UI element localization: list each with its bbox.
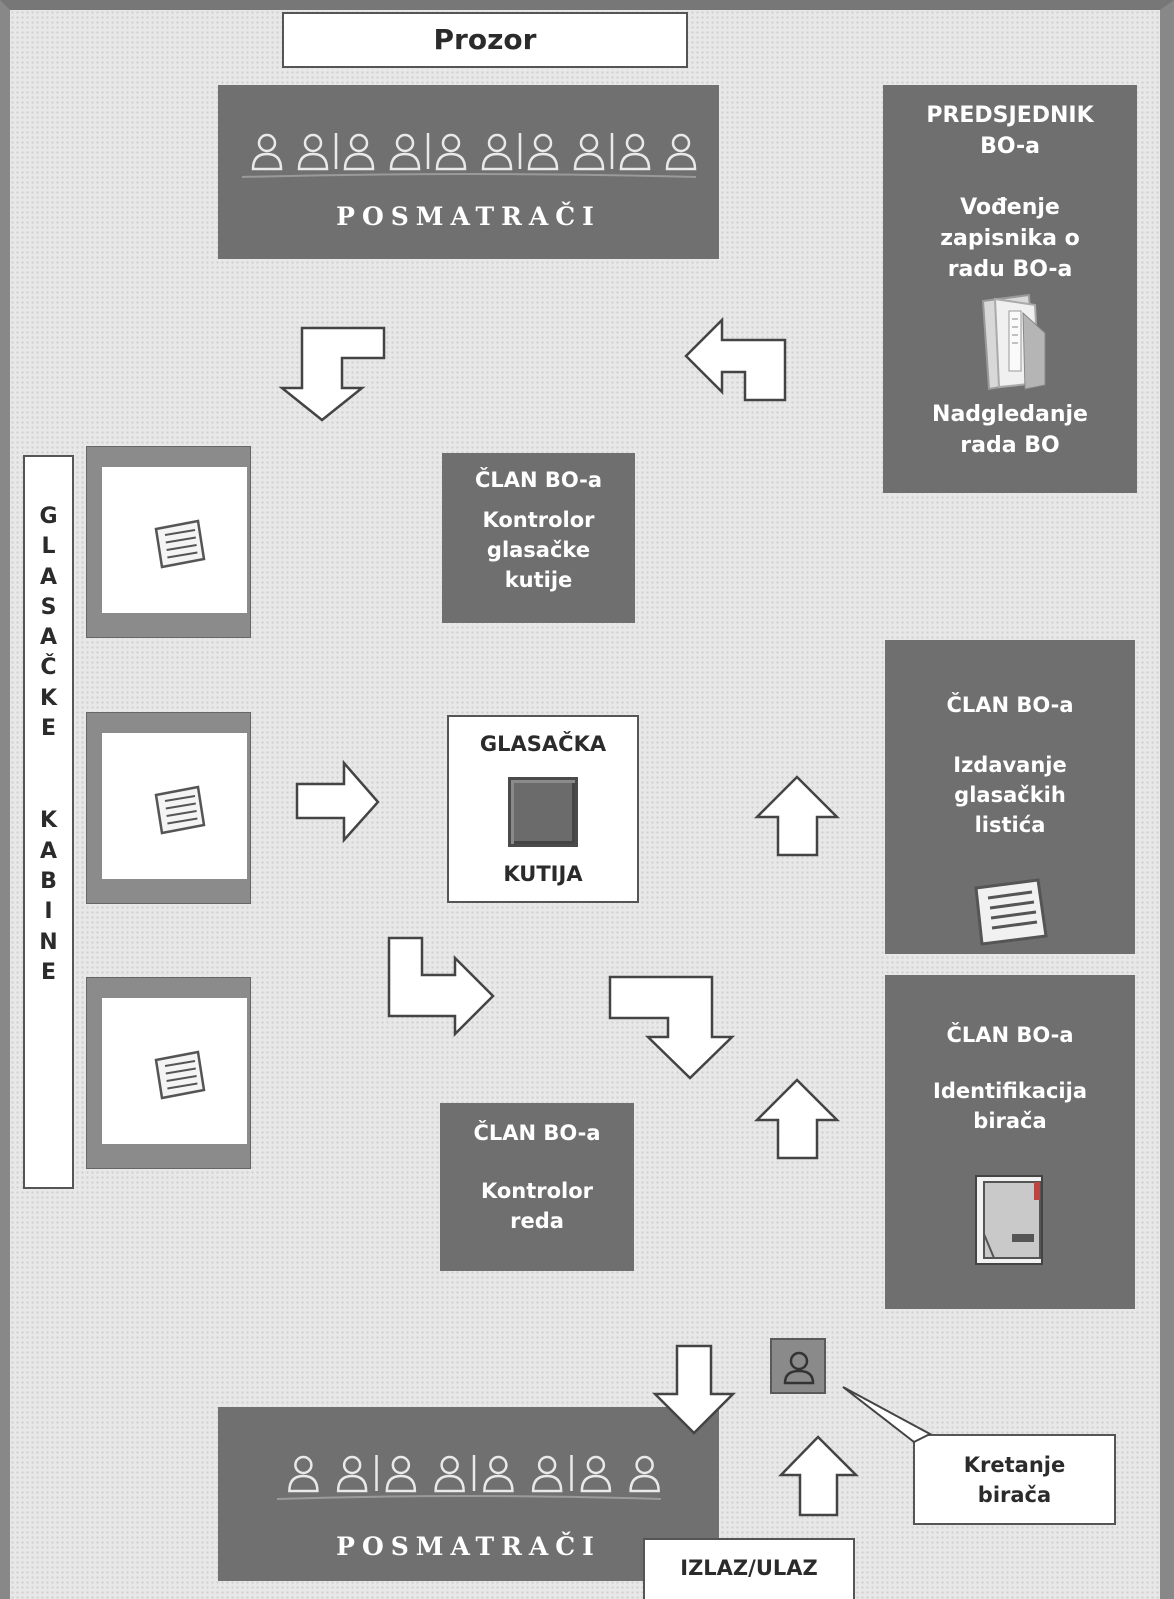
person-icon	[481, 133, 512, 171]
president-task-record-1: Vođenje	[960, 195, 1060, 220]
person-icon	[482, 1455, 514, 1493]
person-icon	[389, 133, 420, 171]
president-title: PREDSJEDNIK	[926, 103, 1094, 128]
window-label: Prozor	[282, 12, 688, 68]
member-ballots-panel: ČLAN BO-a Izdavanje glasačkih listića	[885, 640, 1135, 954]
people-group-icon	[241, 133, 696, 178]
member-box-controller-panel: ČLAN BO-a Kontrolor glasačke kutije	[442, 453, 635, 623]
person-icon	[628, 1455, 660, 1493]
person-icon	[783, 1351, 815, 1385]
ballot-box-panel: GLASAČKA KUTIJA	[447, 715, 639, 903]
member-title: ČLAN BO-a	[473, 1121, 601, 1145]
person-icon	[580, 1455, 611, 1493]
booths-label-letter: K	[39, 685, 58, 711]
member-role-line: Izdavanje	[953, 753, 1067, 777]
person-icon	[531, 1455, 562, 1493]
person-icon	[665, 133, 696, 171]
voting-booth	[86, 977, 251, 1169]
booths-label-letter: A	[39, 625, 58, 651]
observers-title-bottom: POSMATRAČI	[336, 1532, 601, 1561]
booths-label-letter: E	[40, 959, 57, 985]
observers-panel-bottom: POSMATRAČI	[218, 1407, 719, 1581]
exit-entrance-label: IZLAZ/ULAZ	[643, 1538, 855, 1599]
ballot-paper-icon	[154, 785, 206, 835]
member-role-line: Kontrolor	[480, 1179, 594, 1203]
arrow-icon	[387, 936, 495, 1038]
folder-icon	[981, 293, 1046, 391]
booths-label-letter: S	[40, 594, 57, 620]
arrow-icon	[753, 775, 841, 857]
member-role-line: reda	[510, 1209, 564, 1233]
person-icon	[435, 133, 466, 171]
person-icon	[573, 133, 604, 171]
person-icon	[287, 1455, 319, 1493]
callout-line-1: Kretanje	[963, 1453, 1066, 1477]
booths-label-letter: A	[39, 564, 58, 590]
president-task-supervise-2: rada BO	[960, 433, 1060, 458]
member-role-line: birača	[973, 1109, 1047, 1133]
president-task-record-2: zapisnika o	[940, 226, 1080, 251]
voter-person-icon	[770, 1338, 826, 1394]
ballot-paper-icon	[154, 1050, 206, 1100]
member-title: ČLAN BO-a	[474, 468, 603, 492]
president-panel: PREDSJEDNIK BO-a Vođenje zapisnika o rad…	[883, 85, 1137, 493]
member-role-line: Identifikacija	[933, 1079, 1087, 1103]
people-group-icon	[276, 1455, 661, 1500]
arrow-icon	[608, 975, 736, 1080]
member-order-controller-panel: ČLAN BO-a Kontrolor reda	[440, 1103, 634, 1271]
ballot-paper-icon	[974, 878, 1048, 946]
booths-label-letter: L	[41, 534, 56, 560]
divider	[276, 1495, 661, 1500]
ballot-box-icon	[508, 777, 578, 847]
ballot-box-label-top: GLASAČKA	[479, 732, 607, 756]
voting-booth	[86, 712, 251, 904]
voter-movement-callout: Kretanje birača	[913, 1434, 1116, 1525]
person-icon	[527, 133, 558, 171]
arrow-icon	[651, 1344, 737, 1435]
person-icon	[385, 1455, 416, 1493]
arrow-icon	[753, 1078, 841, 1160]
member-role-line: kutije	[504, 568, 573, 592]
arrow-icon	[295, 759, 380, 844]
person-icon	[343, 133, 374, 171]
divider	[241, 173, 696, 178]
booths-label-letter: E	[40, 716, 57, 742]
booths-label-letter: G	[39, 504, 58, 529]
member-title: ČLAN BO-a	[946, 1023, 1074, 1047]
booths-label-letter: A	[39, 838, 58, 864]
member-role-line: listića	[974, 813, 1046, 837]
booths-label-letter: Č	[40, 655, 57, 681]
callout-line-2: birača	[977, 1483, 1052, 1507]
member-role-line: Kontrolor	[482, 508, 595, 532]
member-role-line: glasačke	[486, 538, 591, 562]
member-identification-panel: ČLAN BO-a Identifikacija birača	[885, 975, 1135, 1309]
callout-pointer	[842, 1386, 933, 1444]
arrow-icon	[684, 316, 787, 402]
president-subtitle: BO-a	[980, 134, 1040, 159]
person-icon	[619, 133, 650, 171]
booths-label-letter: I	[44, 899, 53, 925]
observers-panel-top: POSMATRAČI	[218, 85, 719, 259]
arrow-icon	[278, 326, 386, 422]
booths-label-letter: N	[39, 929, 58, 955]
observers-title-top: POSMATRAČI	[336, 202, 601, 231]
person-icon	[297, 133, 328, 171]
ballot-box-label-bottom: KUTIJA	[503, 862, 583, 886]
arrow-icon	[778, 1435, 860, 1517]
person-icon	[336, 1455, 367, 1493]
voter-list-book-icon	[975, 1175, 1043, 1265]
president-task-record-3: radu BO-a	[947, 257, 1073, 282]
member-title: ČLAN BO-a	[946, 693, 1074, 717]
booths-label-letter: B	[40, 868, 57, 894]
ballot-paper-icon	[154, 519, 206, 569]
booths-label-letter: K	[39, 808, 58, 834]
person-icon	[251, 133, 282, 171]
voting-booth	[86, 446, 251, 638]
member-role-line: glasačkih	[954, 783, 1066, 807]
president-task-supervise-1: Nadgledanje	[932, 402, 1088, 427]
person-icon	[433, 1455, 465, 1493]
